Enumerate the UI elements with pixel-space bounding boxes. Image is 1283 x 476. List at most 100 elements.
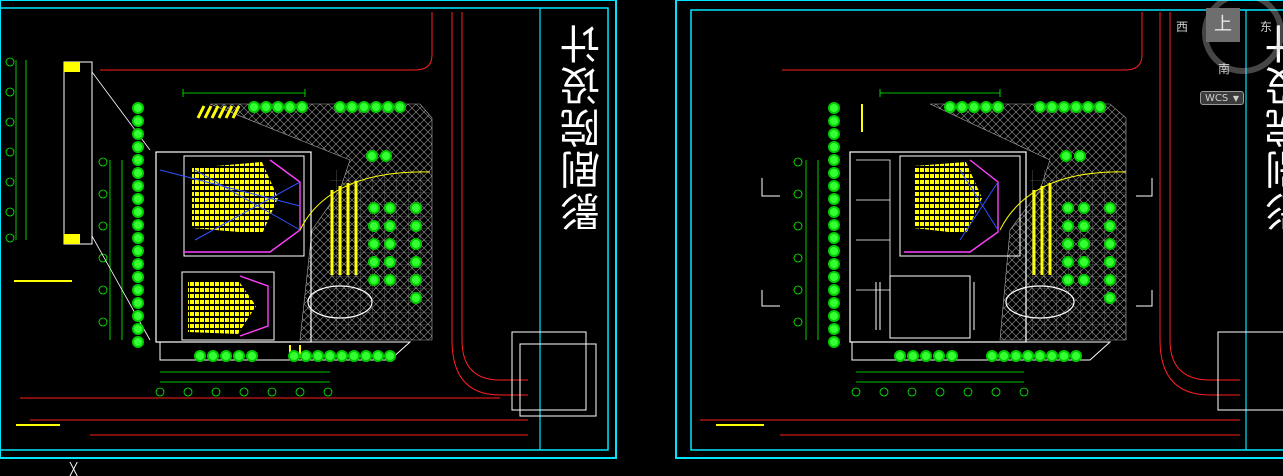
road-lines	[20, 12, 528, 436]
section-marks	[761, 178, 1153, 307]
tree-icon	[132, 323, 144, 335]
tree-icon	[368, 274, 380, 286]
tree-icon	[220, 350, 232, 362]
tree-icon	[1104, 202, 1116, 214]
tree-icon	[1070, 350, 1082, 362]
tree-icon	[1046, 350, 1058, 362]
tree-icon	[368, 202, 380, 214]
labels-right	[716, 424, 764, 426]
tree-icon	[132, 206, 144, 218]
tree-icon	[296, 101, 308, 113]
tree-icon	[1078, 202, 1090, 214]
viewcube[interactable]: 上 西 东 南 WCS ▼	[1170, 0, 1283, 112]
tree-icon	[828, 219, 840, 231]
wcs-menu-button[interactable]: WCS ▼	[1200, 91, 1244, 105]
tree-icon	[1060, 150, 1072, 162]
tree-icon	[1104, 238, 1116, 250]
tree-icon	[1062, 256, 1074, 268]
tree-icon	[380, 150, 392, 162]
tree-icon	[920, 350, 932, 362]
tree-icon	[828, 232, 840, 244]
tree-icon	[1082, 101, 1094, 113]
tree-icon	[360, 350, 372, 362]
tree-icon	[410, 202, 422, 214]
tree-icon	[828, 102, 840, 114]
tree-icon	[828, 115, 840, 127]
tree-icon	[382, 101, 394, 113]
title-block-shadow	[519, 343, 597, 417]
tree-icon	[956, 101, 968, 113]
tree-icon	[980, 101, 992, 113]
chevron-down-icon: ▼	[1232, 94, 1239, 103]
top-dimension	[182, 89, 306, 97]
tree-icon	[246, 350, 258, 362]
plaza-oval	[307, 285, 373, 319]
tree-icon	[300, 350, 312, 362]
compass-west-label[interactable]: 西	[1176, 20, 1189, 34]
tree-icon	[284, 101, 296, 113]
tree-icon	[384, 256, 396, 268]
hall-seats	[192, 162, 278, 234]
road-lines	[700, 12, 1240, 436]
tree-icon	[1022, 350, 1034, 362]
tree-icon	[288, 350, 300, 362]
plaza-grid	[330, 170, 430, 335]
tree-icon	[1010, 350, 1022, 362]
drawing-title-left: 影剧院设计	[561, 22, 607, 232]
crosshair-cursor-icon: ╳	[70, 462, 78, 476]
cinema-magenta	[239, 275, 269, 337]
tree-icon	[1062, 202, 1074, 214]
tree-icon	[1062, 238, 1074, 250]
top-dimension	[879, 89, 1001, 97]
tree-icon	[944, 101, 956, 113]
compass-south-label[interactable]: 南	[1218, 62, 1231, 76]
tree-icon	[372, 350, 384, 362]
compass-east-label[interactable]: 东	[1260, 20, 1273, 34]
tree-icon	[828, 297, 840, 309]
tree-icon	[828, 193, 840, 205]
tree-icon	[1074, 150, 1086, 162]
tree-icon	[132, 258, 144, 270]
tree-icon	[312, 350, 324, 362]
plaza-grid	[1030, 170, 1126, 335]
tree-icon	[132, 180, 144, 192]
sheet-frame-inner	[690, 9, 1283, 451]
tree-icon	[1034, 350, 1046, 362]
viewcube-compass-ring[interactable]	[1202, 0, 1283, 74]
left-axis-grid	[98, 157, 333, 397]
tree-icon	[1094, 101, 1106, 113]
tree-icon	[1058, 101, 1070, 113]
trees	[132, 101, 1116, 362]
tree-icon	[828, 310, 840, 322]
tree-icon	[194, 350, 206, 362]
side-elevation	[5, 57, 151, 341]
tree-icon	[828, 245, 840, 257]
tree-icon	[384, 238, 396, 250]
stairs	[875, 282, 975, 330]
plaza-oval	[1005, 285, 1075, 319]
tree-icon	[1070, 101, 1082, 113]
tree-icon	[233, 350, 245, 362]
tree-icon	[410, 292, 422, 304]
tree-icon	[207, 350, 219, 362]
tree-icon	[132, 310, 144, 322]
viewcube-top-face[interactable]: 上	[1206, 8, 1240, 42]
sheet-frame-outer	[0, 0, 617, 459]
tree-icon	[132, 154, 144, 166]
hall-seats	[914, 162, 982, 234]
title-block	[1217, 331, 1283, 411]
tree-icon	[248, 101, 260, 113]
tree-icon	[828, 141, 840, 153]
tree-icon	[828, 336, 840, 348]
tree-icon	[1078, 238, 1090, 250]
tree-icon	[828, 128, 840, 140]
tree-icon	[132, 141, 144, 153]
tree-icon	[1062, 274, 1074, 286]
entrance-steps	[851, 341, 1112, 361]
tree-icon	[368, 238, 380, 250]
tree-icon	[907, 350, 919, 362]
tree-icon	[410, 256, 422, 268]
tree-icon	[370, 101, 382, 113]
tree-icon	[828, 323, 840, 335]
